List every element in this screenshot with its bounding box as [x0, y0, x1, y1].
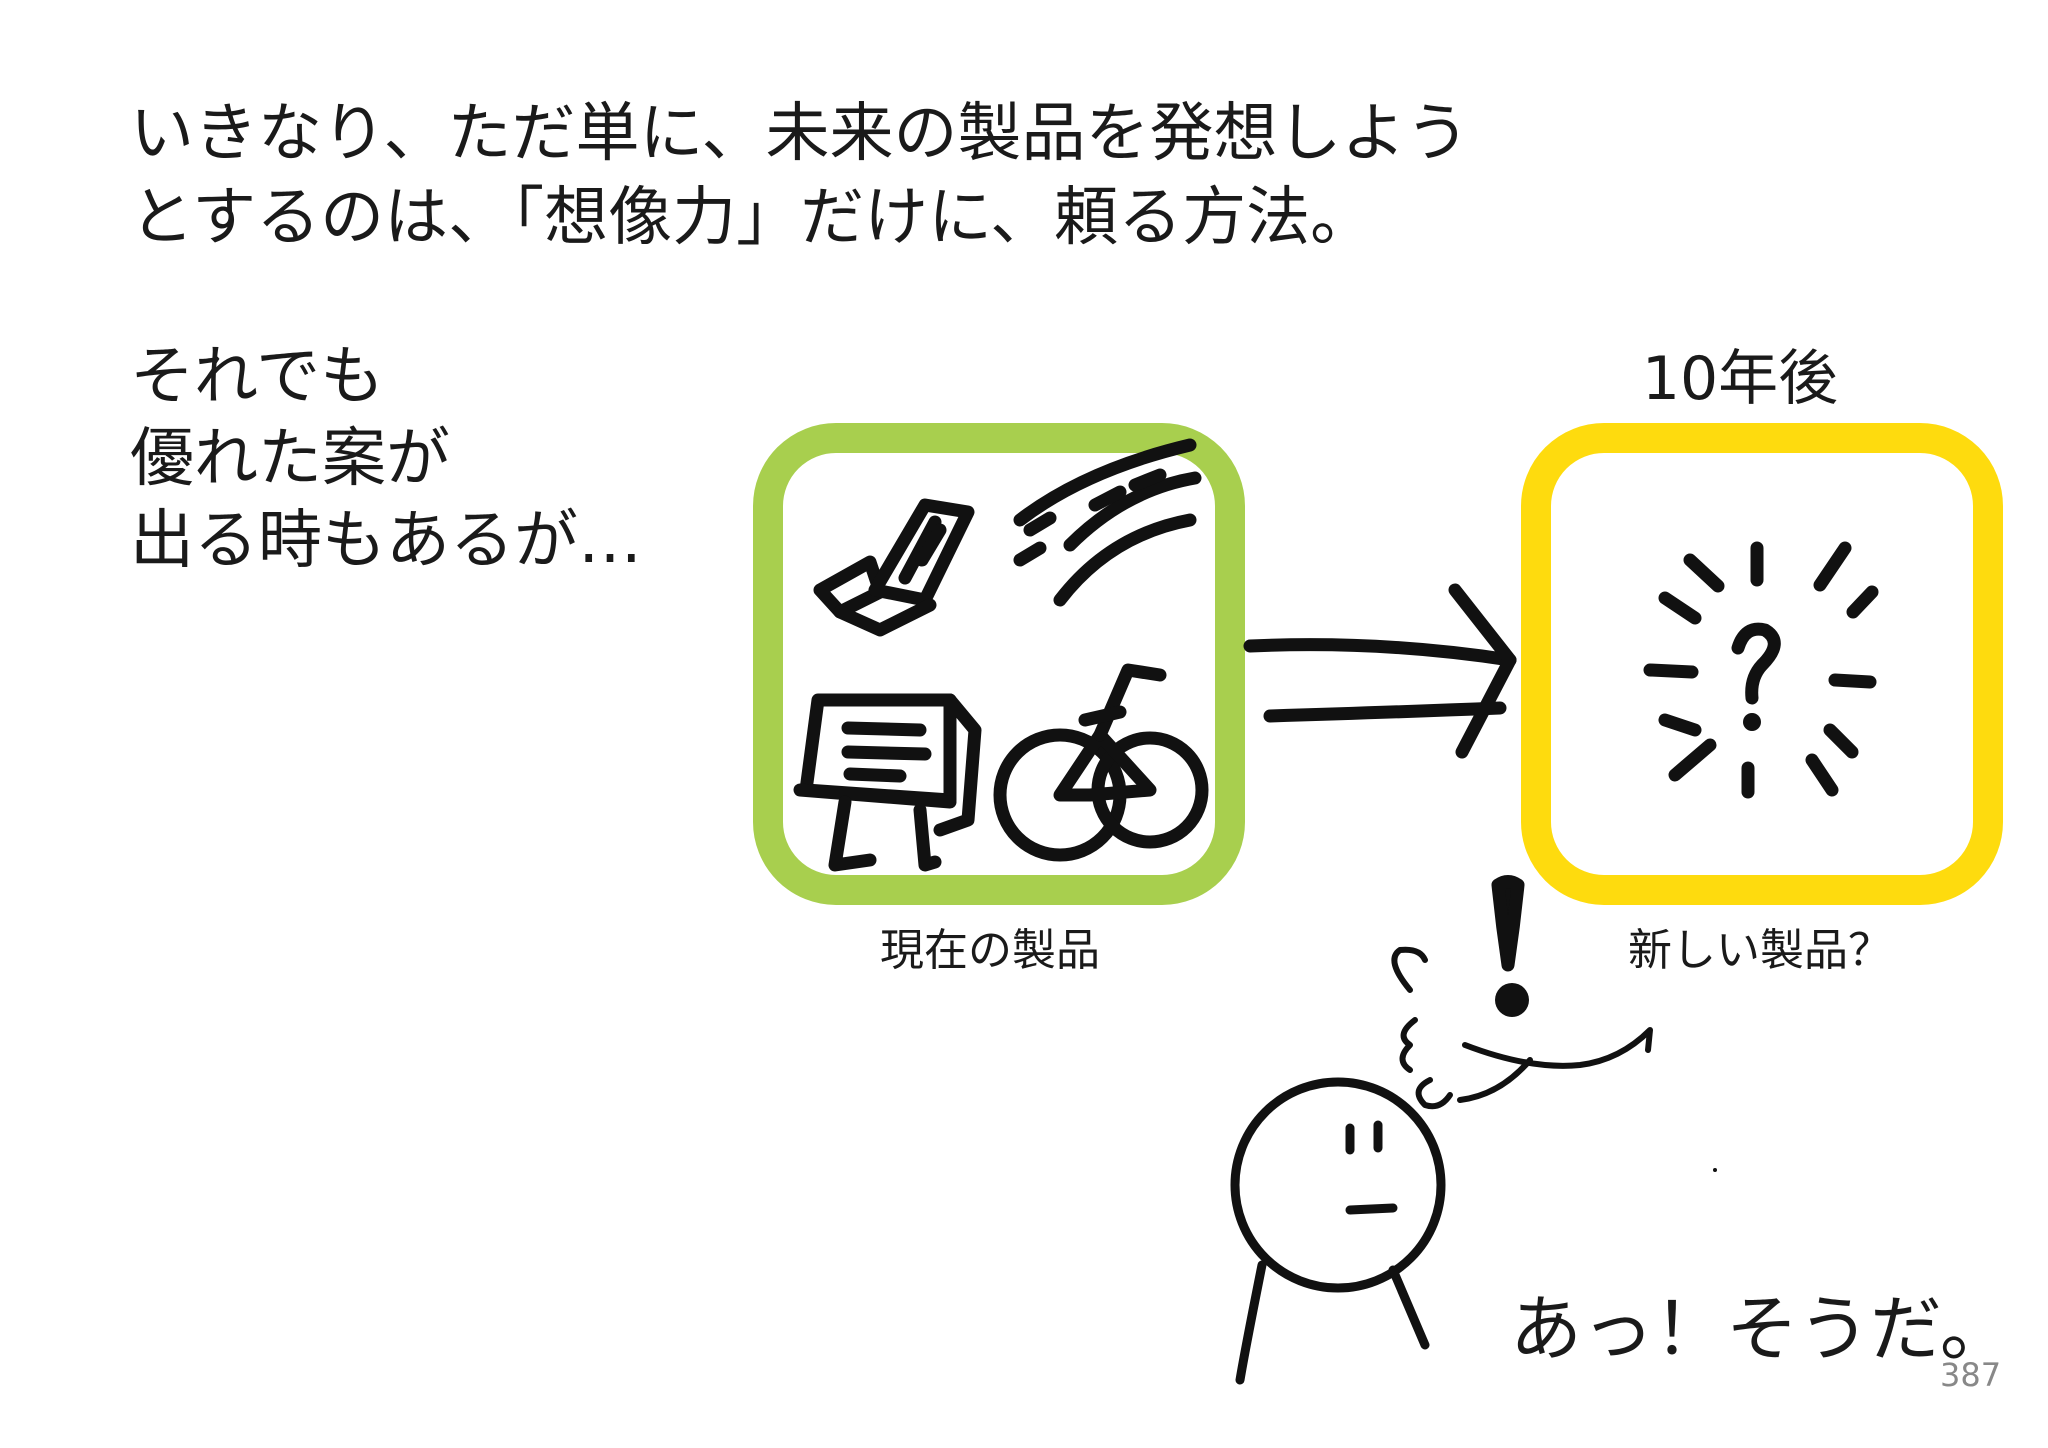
laptop-icon [793, 693, 982, 872]
speck [1713, 1168, 1717, 1172]
exclamation-text: あっ！そうだ。 [1510, 1287, 2012, 1371]
note-text: それでも 優れた案が 出る時もあるが… [130, 336, 642, 582]
current-products-frame [753, 423, 1245, 905]
thinking-person-icon [1230, 1077, 1446, 1385]
future-label: 10年後 [1641, 344, 1839, 414]
note-line-1: それでも [130, 340, 385, 414]
phone-icon [813, 498, 975, 637]
intro-line-1: いきなり、ただ単に、未来の製品を発想しよう [130, 97, 1470, 171]
question-burst-icon [1643, 541, 1879, 799]
page-number: 387 [1940, 1356, 2002, 1394]
future-product-frame [1521, 423, 2003, 905]
note-line-2: 優れた案が [130, 422, 450, 496]
note-line-3: 出る時もあるが… [130, 504, 642, 578]
thought-bubble-icon [1391, 946, 1653, 1110]
exclamation-icon [1491, 875, 1529, 1017]
train-icon [1013, 438, 1202, 607]
current-products-caption: 現在の製品 [880, 925, 1100, 976]
intro-text: いきなり、ただ単に、未来の製品を発想しよう とするのは、「想像力」だけに、頼る方… [130, 92, 1470, 260]
arrow-icon [1243, 583, 1517, 759]
intro-line-2: とするのは、「想像力」だけに、頼る方法。 [130, 181, 1375, 255]
bicycle-icon [993, 663, 1209, 862]
new-product-caption: 新しい製品？ [1628, 925, 1892, 976]
